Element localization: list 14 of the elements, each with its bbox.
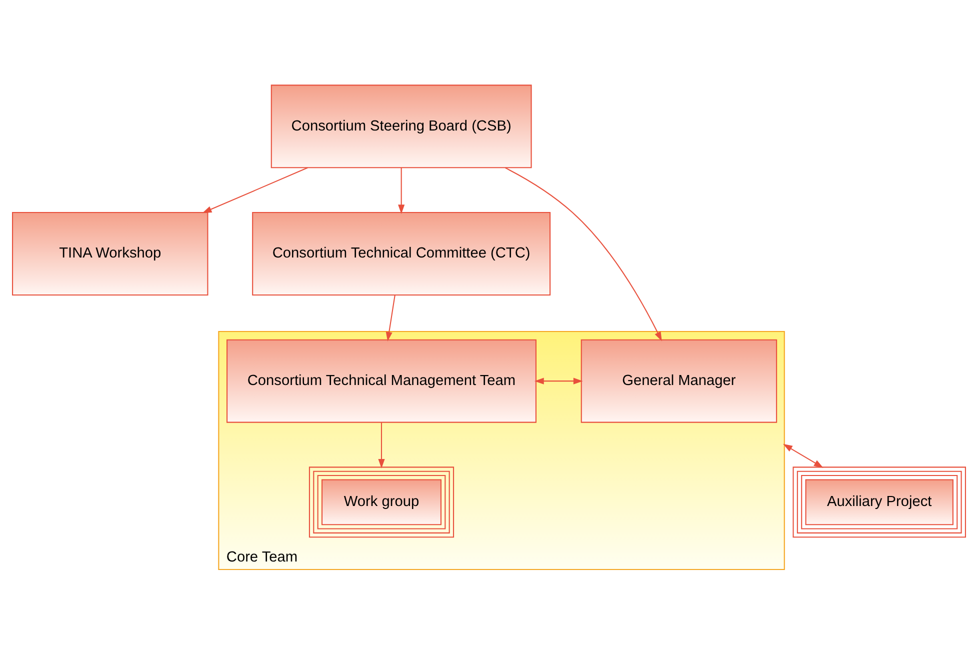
node-box: Auxiliary Project	[792, 466, 966, 538]
node-box: TINA Workshop	[12, 212, 208, 296]
arrow	[783, 444, 824, 468]
node-box: Work group	[308, 466, 454, 538]
node-box: General Manager	[580, 339, 778, 423]
arrow	[534, 378, 583, 384]
node-box: Consortium Technical Management Team	[226, 339, 536, 423]
arrow	[386, 295, 396, 342]
node-box: Consortium Steering Board (CSB)	[270, 84, 532, 168]
arrow	[202, 167, 308, 214]
arrow	[398, 168, 405, 214]
arrow	[378, 422, 385, 468]
node-box: Consortium Technical Committee (CTC)	[252, 212, 551, 296]
arrow	[505, 167, 662, 342]
